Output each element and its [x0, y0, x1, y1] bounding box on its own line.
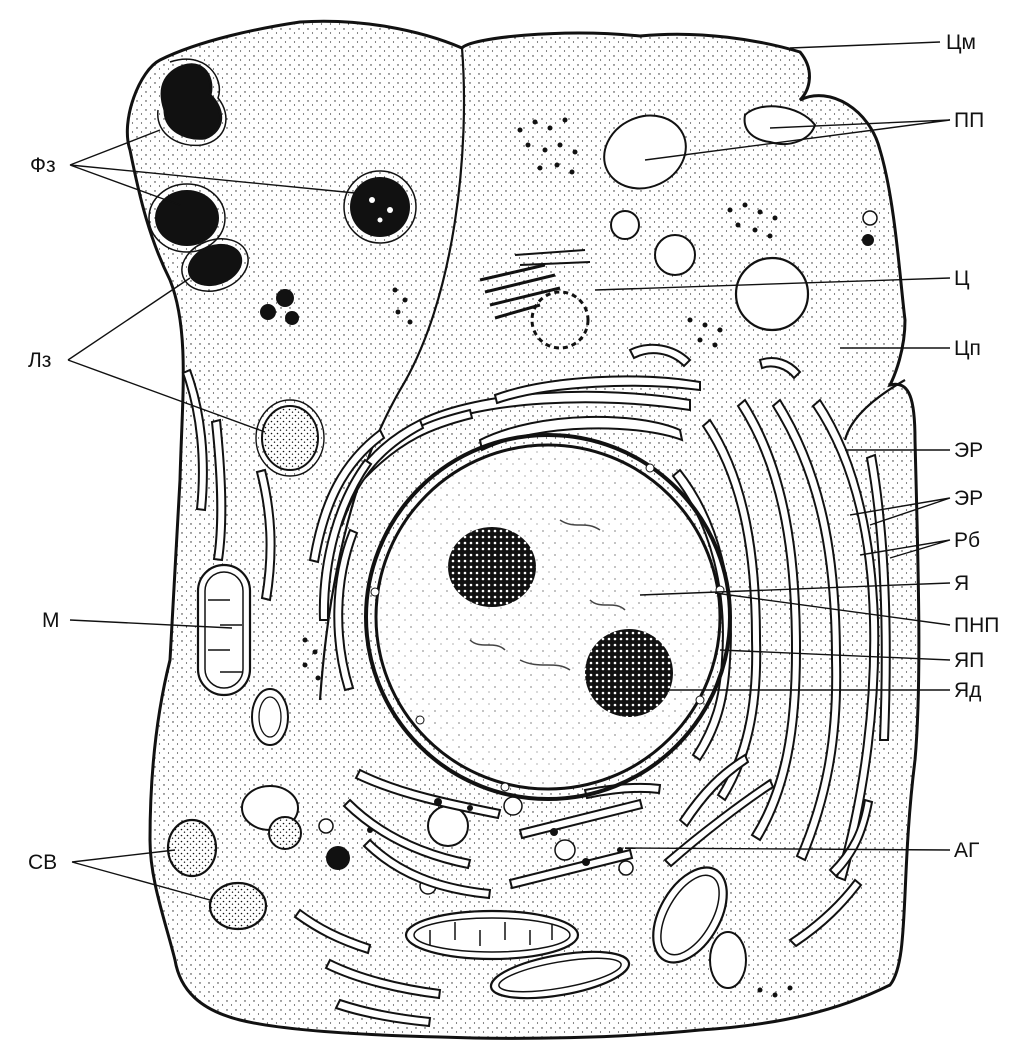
- label-er2: ЭР: [954, 487, 983, 510]
- label-lz: Лз: [28, 349, 51, 372]
- label-ya: Я: [954, 572, 969, 595]
- label-ag: АГ: [954, 839, 979, 862]
- nucleolus-lower: [585, 629, 673, 717]
- label-cp: Цп: [954, 337, 981, 360]
- label-yap: ЯП: [954, 649, 984, 672]
- nucleus: [366, 435, 730, 799]
- label-er1: ЭР: [954, 439, 983, 462]
- label-m: М: [42, 609, 60, 632]
- label-sv: СВ: [28, 851, 57, 874]
- label-yad: Яд: [954, 679, 981, 702]
- label-rb: Рб: [954, 529, 980, 552]
- label-pp: ПП: [954, 109, 984, 132]
- nucleolus-upper: [448, 527, 536, 607]
- label-fz: Фз: [30, 154, 56, 177]
- label-c: Ц: [954, 267, 970, 290]
- label-cm: Цм: [946, 31, 976, 54]
- label-pnp: ПНП: [954, 614, 999, 637]
